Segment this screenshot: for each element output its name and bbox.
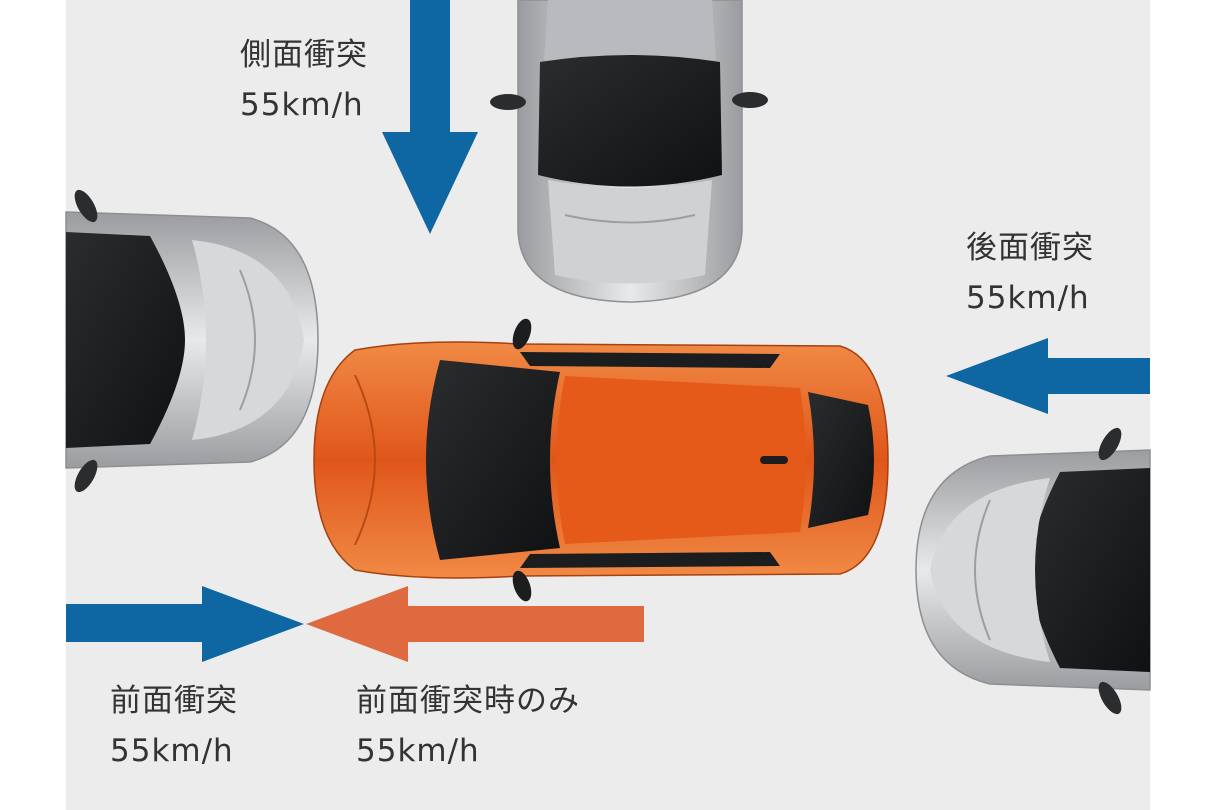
side-impact-speed: 55km/h [240, 87, 364, 123]
rear-impact-title: 後面衝突 [966, 230, 1094, 266]
front-impact-title: 前面衝突 [110, 683, 238, 719]
rear-impact-label: 後面衝突 55km/h [966, 223, 1094, 323]
test-vehicle [313, 318, 889, 602]
side-impact-label: 側面衝突 55km/h [240, 30, 368, 130]
rear-impact-speed: 55km/h [966, 280, 1090, 316]
front-impact-only-speed: 55km/h [356, 733, 480, 769]
front-impact-car [65, 189, 319, 493]
front-impact-arrow [66, 586, 304, 662]
front-impact-label: 前面衝突 55km/h [110, 676, 238, 776]
side-impact-arrow [382, 0, 478, 234]
rear-impact-car [915, 427, 1151, 715]
rear-impact-arrow [946, 338, 1150, 414]
front-impact-only-arrow [306, 586, 644, 662]
side-impact-title: 側面衝突 [240, 37, 368, 73]
front-impact-only-title: 前面衝突時のみ [356, 683, 580, 719]
side-impact-car [490, 0, 768, 303]
front-impact-only-label: 前面衝突時のみ 55km/h [356, 676, 580, 776]
front-impact-speed: 55km/h [110, 733, 234, 769]
